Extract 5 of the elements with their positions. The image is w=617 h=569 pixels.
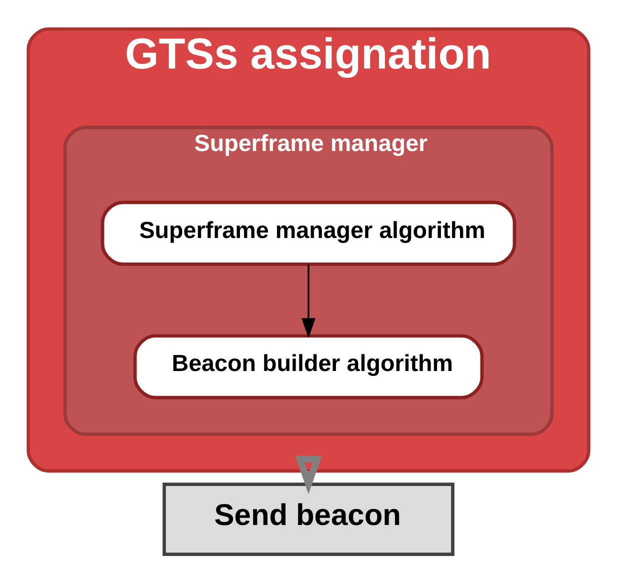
node-box: Send beacon: [162, 482, 454, 556]
node-box: Superframe manager algorithm: [100, 200, 516, 266]
arrow: [295, 455, 322, 494]
arrow: [301, 264, 316, 338]
node-box: Beacon builder algorithm: [133, 334, 484, 399]
